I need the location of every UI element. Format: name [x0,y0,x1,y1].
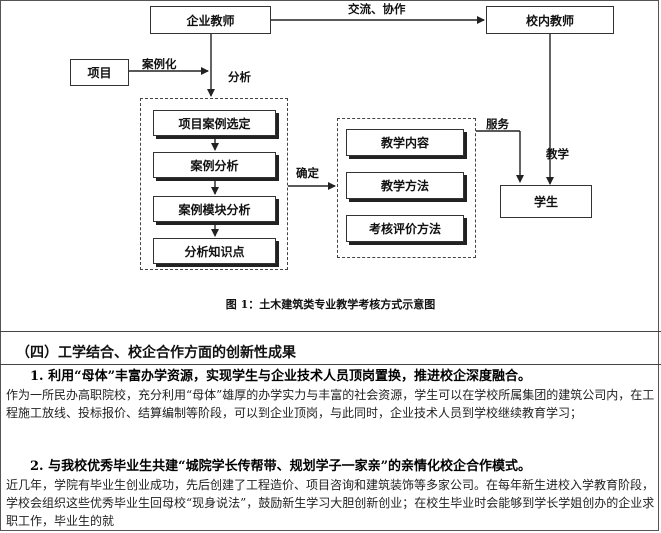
label-case-based: 案例化 [142,57,177,71]
paragraph-2-lead: 2. 与我校优秀毕业生共建“城院学长传帮带、规划学子一家亲”的亲情化校企合作模式… [30,459,532,474]
paragraph-1-body: 作为一所民办高职院校，充分利用“母体”雄厚的办学实力与丰富的社会资源，学生可以在… [6,388,655,420]
node-school-teacher: 校内教师 [486,6,614,34]
label-analyze: 分析 [228,70,251,84]
paragraph-2: 2. 与我校优秀毕业生共建“城院学长传帮带、规划学子一家亲”的亲情化校企合作模式… [6,458,656,530]
case-process-group [140,98,288,270]
node-project: 项目 [70,59,129,86]
section-title: （四）工学结合、校企合作方面的创新性成果 [16,345,296,361]
divider-top [0,331,661,332]
label-service: 服务 [486,117,509,131]
node-content: 教学内容 [346,129,464,156]
node-enterprise-teacher: 企业教师 [150,6,271,34]
label-exchange: 交流、协作 [348,2,406,16]
teaching-design-group [337,118,476,258]
node-method: 教学方法 [346,172,464,199]
paragraph-1: 1. 利用“母体”丰富办学资源，实现学生与企业技术人员顶岗置换，推进校企深度融合… [6,368,656,422]
node-knowledge: 分析知识点 [153,238,276,264]
paragraph-1-lead: 1. 利用“母体”丰富办学资源，实现学生与企业技术人员顶岗置换，推进校企深度融合… [30,369,532,384]
node-case-select: 项目案例选定 [153,110,276,136]
divider-bottom [0,364,661,365]
node-case-module: 案例模块分析 [153,196,276,222]
label-teaching: 教学 [546,147,569,161]
node-student: 学生 [500,185,592,218]
node-case-analysis: 案例分析 [153,152,276,178]
figure-caption: 图 1：土木建筑类专业教学考核方式示意图 [225,298,436,311]
paragraph-2-body: 近几年，学院有毕业生创业成功，先后创建了工程造价、项目咨询和建筑装饰等多家公司。… [6,478,655,528]
diagram-connectors [129,16,554,237]
node-evaluation: 考核评价方法 [346,215,464,242]
label-determine: 确定 [296,166,319,180]
